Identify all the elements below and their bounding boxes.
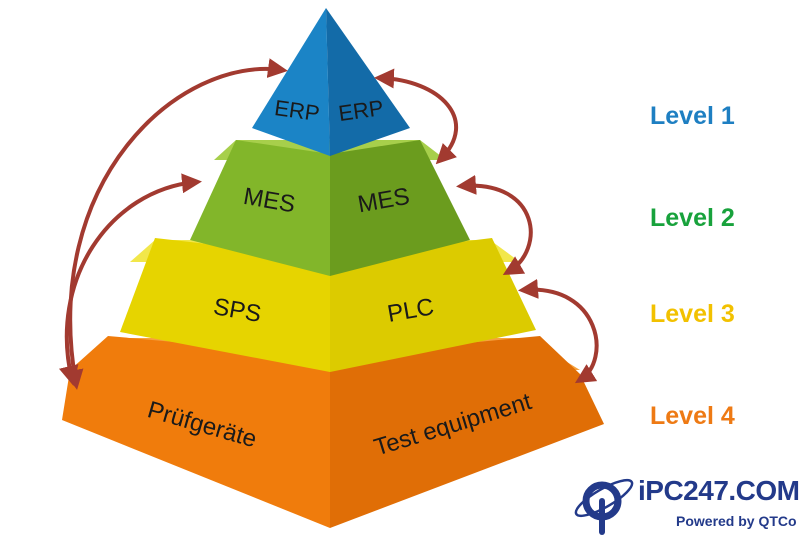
level-1-label: Level 1 <box>650 102 735 130</box>
tier-erp-left-face <box>252 8 330 156</box>
tier-erp: ERP ERP <box>252 8 410 156</box>
arrow-mes-test-left <box>59 173 202 386</box>
logo-wordmark: iPC247.COM <box>638 475 800 506</box>
tier-mes-right-face <box>330 140 470 276</box>
q-orbit-logo-icon <box>574 478 634 535</box>
tier-test-right-face <box>330 336 604 528</box>
level-3-label: Level 3 <box>650 300 735 328</box>
logo-tagline: Powered by QTCo <box>676 513 797 529</box>
tier-erp-right-face <box>326 8 410 156</box>
level-2-label: Level 2 <box>650 204 735 232</box>
ipc247-logo: iPC247.COM Powered by QTCo <box>568 468 800 536</box>
arrow-plc-test-right <box>518 278 599 384</box>
level-4-label: Level 4 <box>650 402 735 430</box>
connection-arrows <box>59 58 599 390</box>
arrow-erp-mes-right <box>374 68 459 165</box>
arrow-mes-plc-right <box>456 174 533 276</box>
